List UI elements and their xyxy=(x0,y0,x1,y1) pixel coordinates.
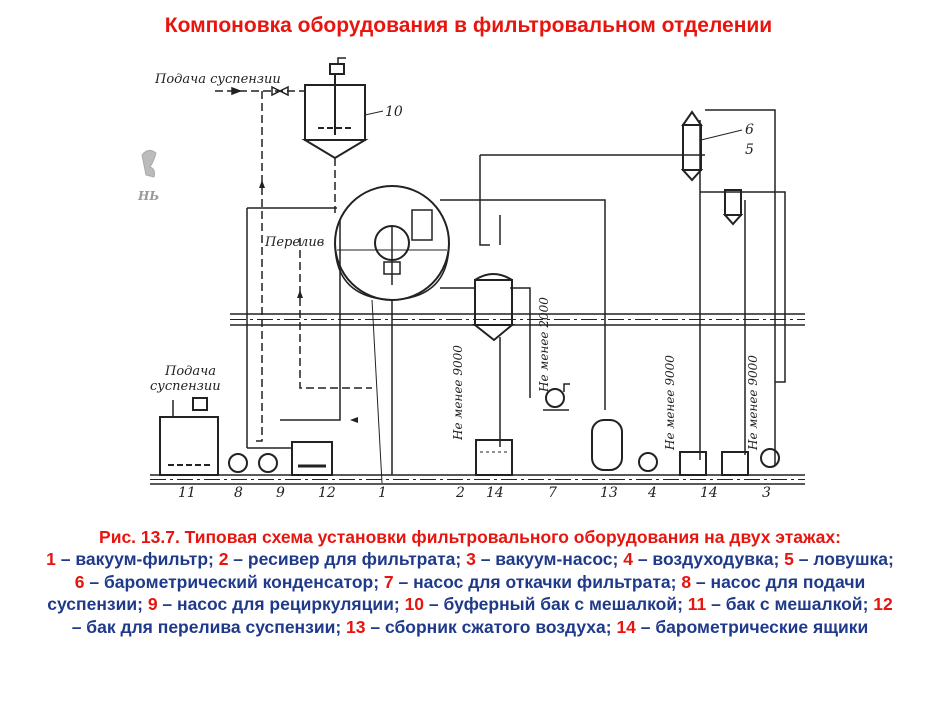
stirred-tank-11 xyxy=(159,397,219,476)
barometric-condenser-6 xyxy=(680,110,704,182)
barometric-box-14 xyxy=(475,439,513,476)
trap-5 xyxy=(722,189,744,226)
figure-caption: Рис. 13.7. Типовая схема установки фильт… xyxy=(40,526,900,638)
label-feed-top: Подача суспензии xyxy=(154,72,281,87)
caption-item-text: – барометрические ящики xyxy=(635,616,869,637)
caption-item-number: 3 xyxy=(466,549,476,570)
filtrate-pump-7 xyxy=(543,383,570,411)
label-overflow: Перелив xyxy=(264,235,324,250)
caption-item-number: 4 xyxy=(623,549,633,570)
equipment-layout-diagram: НЬ Подача суспензии 10 xyxy=(137,57,805,501)
label-6: 6 xyxy=(745,122,754,138)
caption-item-text: – насос для подачи суспензии; xyxy=(47,571,866,615)
caption-item-text: – буферный бак с мешалкой; xyxy=(424,594,688,615)
caption-item-number: 13 xyxy=(346,616,366,637)
caption-item-number: 11 xyxy=(687,594,707,615)
dim-label-9000-c: Не менее 9000 xyxy=(746,355,760,451)
label-14-mid: 14 xyxy=(486,485,504,501)
filtrate-receiver-2 xyxy=(472,273,515,342)
caption-item-number: 2 xyxy=(218,549,229,570)
caption-item-text: – бак с мешалкой; xyxy=(706,594,874,615)
caption-item-number: 5 xyxy=(784,549,794,570)
buffer-tank-10 xyxy=(301,57,369,160)
label-10: 10 xyxy=(385,104,403,120)
label-13: 13 xyxy=(600,485,618,501)
feed-pump-8 xyxy=(228,453,248,473)
vacuum-filter-1 xyxy=(334,185,450,301)
caption-item-number: 1 xyxy=(46,549,56,570)
caption-item-text: – вакуум-фильтр; xyxy=(55,549,219,570)
label-5: 5 xyxy=(745,142,754,158)
barometric-boxes-right xyxy=(679,451,749,476)
label-3: 3 xyxy=(762,485,771,501)
recirculation-pump-9 xyxy=(258,453,278,473)
caption-item-text: – сборник сжатого воздуха; xyxy=(365,616,617,637)
return-line xyxy=(297,238,372,423)
caption-item-text: – ловушка; xyxy=(793,549,894,570)
caption-item-text: – ресивер для фильтрата; xyxy=(228,549,467,570)
page-title: Компоновка оборудования в фильтровальном… xyxy=(164,14,773,37)
caption-item-number: 9 xyxy=(147,594,158,615)
caption-item-number: 7 xyxy=(383,571,394,592)
caption-item-number: 12 xyxy=(873,594,893,615)
feed-line-top xyxy=(215,85,305,97)
process-piping xyxy=(246,109,786,475)
watermark-logo: НЬ xyxy=(137,149,159,203)
caption-item-text: – насос для рециркуляции; xyxy=(157,594,405,615)
label-2: 2 xyxy=(455,485,465,501)
floor-slab-lower xyxy=(150,474,805,485)
dim-label-2000: Не менее 2000 xyxy=(537,297,551,393)
label-7: 7 xyxy=(548,485,557,501)
dim-label-9000-b: Не менее 9000 xyxy=(663,355,677,451)
label-14-right: 14 xyxy=(700,485,718,501)
label-8: 8 xyxy=(234,485,243,501)
dim-label-9000-a: Не менее 9000 xyxy=(451,345,465,441)
caption-heading: Рис. 13.7. Типовая схема установки фильт… xyxy=(99,527,841,547)
caption-item-number: 10 xyxy=(404,594,425,615)
air-collector-13 xyxy=(591,419,623,471)
caption-item-number: 14 xyxy=(616,616,636,637)
blower-4 xyxy=(638,452,658,472)
watermark-text: НЬ xyxy=(137,189,159,203)
caption-item-text: – насос для откачки фильтрата; xyxy=(393,571,682,592)
floor-slab-upper xyxy=(230,313,805,326)
label-feed-left-2: суспензии xyxy=(150,379,221,394)
suspension-lines xyxy=(252,91,336,442)
caption-item-text: – воздуходувка; xyxy=(632,549,785,570)
label-12: 12 xyxy=(318,485,336,501)
caption-item-number: 8 xyxy=(681,571,692,592)
label-4: 4 xyxy=(647,485,657,501)
caption-legend: 1 – вакуум-фильтр; 2 – ресивер для фильт… xyxy=(46,549,894,636)
overflow-tank-12 xyxy=(291,441,333,476)
label-feed-left-1: Подача xyxy=(164,364,216,379)
caption-item-text: – вакуум-насос; xyxy=(475,549,624,570)
label-11: 11 xyxy=(178,485,196,501)
caption-item-number: 6 xyxy=(74,571,85,592)
label-9: 9 xyxy=(276,485,285,501)
caption-item-text: – барометрический конденсатор; xyxy=(84,571,384,592)
caption-item-text: – бак для перелива суспензии; xyxy=(71,616,347,637)
label-1: 1 xyxy=(378,485,387,501)
vacuum-pump-3 xyxy=(760,448,780,468)
